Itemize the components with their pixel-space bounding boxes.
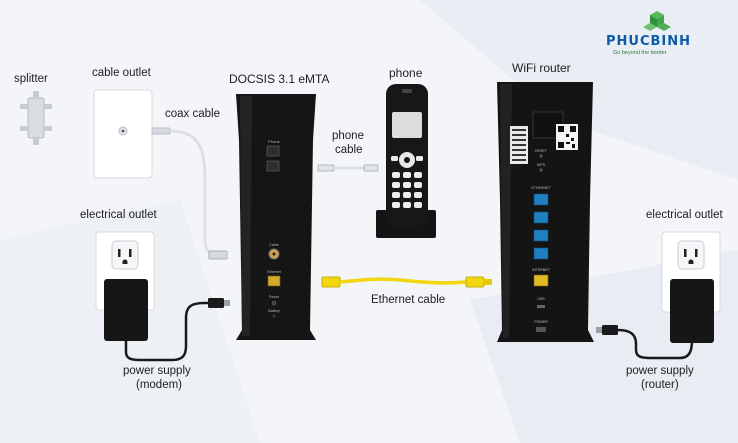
modem-port-ethernet-label: Ethernet	[267, 270, 281, 274]
label-ethernet-cable: Ethernet cable	[371, 294, 446, 306]
router-port-ethernet-label: ETHERNET	[531, 186, 551, 190]
label-phone: phone	[389, 66, 423, 80]
modem-device	[236, 94, 316, 340]
label-phone-cable-line2: cable	[335, 144, 363, 156]
power-supply-modem	[104, 279, 230, 362]
brand-name: PHUCBINH	[606, 34, 692, 49]
ethernet-cable	[321, 276, 492, 288]
phone-device	[376, 84, 436, 238]
splitter-device	[20, 91, 52, 145]
power-supply-router	[670, 279, 714, 343]
modem-port-cable-label: Cable	[269, 243, 278, 247]
router-port-power-label: POWER	[534, 320, 548, 324]
label-power-supply-modem-line2: (modem)	[136, 379, 183, 391]
brand-logo-icon	[643, 11, 671, 31]
modem-port-power-label: Power	[269, 295, 280, 299]
label-splitter: splitter	[14, 73, 48, 85]
label-cable-outlet: cable outlet	[92, 67, 151, 79]
cable-outlet-plate	[93, 89, 153, 179]
router-port-reset-label: RESET	[535, 149, 548, 153]
router-port-internet-label: INTERNET	[532, 268, 551, 272]
modem-port-battery-label: Battery	[268, 309, 280, 313]
label-wifi-router: WiFi router	[512, 61, 571, 75]
router-port-usb-label: USB	[537, 297, 545, 301]
label-electrical-outlet-left: electrical outlet	[80, 209, 157, 221]
label-electrical-outlet-right: electrical outlet	[646, 209, 723, 221]
modem-port-phone-label: Phone	[268, 139, 280, 144]
label-coax-cable: coax cable	[165, 108, 220, 120]
router-port-wps-label: WPS	[537, 163, 546, 167]
wifi-router-device	[497, 82, 594, 342]
label-power-supply-router-line2: (router)	[641, 379, 679, 391]
coax-cable	[151, 127, 228, 260]
router-power-cord	[596, 325, 694, 360]
label-modem: DOCSIS 3.1 eMTA	[229, 72, 330, 86]
label-phone-cable-line1: phone	[332, 130, 364, 142]
label-power-supply-router-line1: power supply	[626, 365, 694, 377]
phone-cable	[317, 164, 379, 172]
brand-tagline: Go beyond the border	[613, 50, 667, 56]
label-power-supply-modem-line1: power supply	[123, 365, 191, 377]
